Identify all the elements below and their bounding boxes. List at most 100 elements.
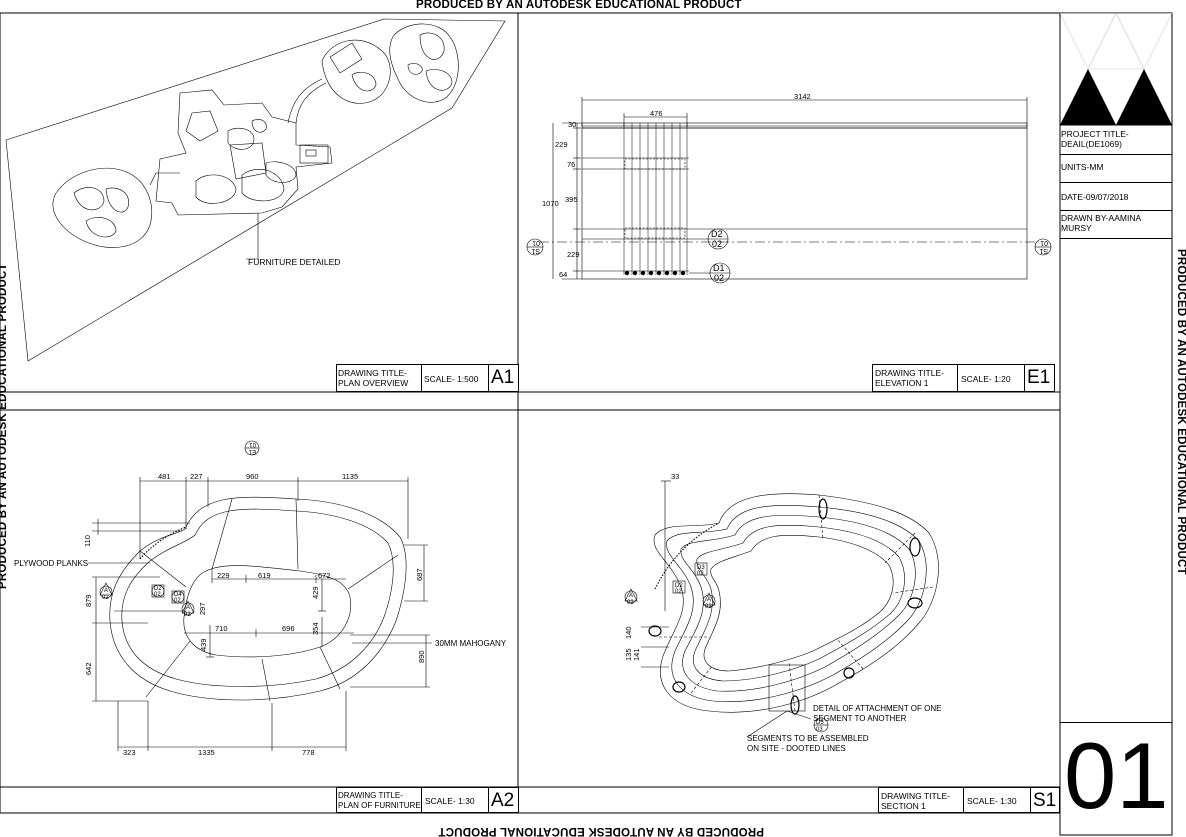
a2-scale: SCALE- 1:30	[425, 796, 475, 806]
e1-dim-1070: 1070	[542, 199, 559, 208]
s1-note-segments-text: SEGMENTS TO BE ASSEMBLED	[747, 734, 869, 743]
a2-dim-642: 642	[84, 662, 93, 675]
a2-dim-696: 696	[282, 624, 295, 633]
s1-dim-135: 135	[624, 648, 633, 661]
e1-drawing-title: DRAWING TITLE- ELEVATION 1	[875, 368, 944, 388]
e1-dim-229b: 229	[567, 250, 580, 259]
a2-callout-e1-top: E1	[248, 448, 256, 454]
logo-triangle-right-icon	[1116, 69, 1172, 125]
a2-callout-e1-bot: 01	[249, 441, 256, 447]
a2-dim-227: 227	[190, 472, 203, 481]
divider	[1060, 210, 1172, 211]
a1-scale-box: SCALE- 1:500	[421, 364, 489, 392]
a2-callout-a-mid-icon	[181, 600, 195, 614]
project-title: PROJECT TITLE- DEAIL(DE1069)	[1061, 129, 1129, 149]
building-outline	[155, 89, 333, 216]
divider	[1060, 154, 1172, 155]
top-island	[321, 39, 391, 104]
a1-title-box: DRAWING TITLE- PLAN OVERVIEW	[336, 364, 422, 392]
a2-dim-229: 229	[217, 571, 230, 580]
a2-note-plywood: PLYWOOD PLANKS	[14, 559, 88, 568]
a1-code: A1	[491, 367, 515, 388]
s1-callout-a-right-bot: 02	[705, 604, 712, 610]
a2-dim-429: 429	[311, 586, 320, 599]
e1-code: E1	[1027, 367, 1051, 388]
s1-section-drawing: 33 140 135 141 DETAIL OF ATTACHMENT OF O…	[624, 472, 941, 753]
e1-section-left-bot: 01	[532, 239, 540, 246]
s1-callout-d3-icon	[694, 562, 708, 576]
a1-code-box: A1	[488, 364, 519, 392]
s1-code-box: S1	[1030, 787, 1060, 813]
a2-callout-a-left-top: A	[104, 588, 108, 594]
e1-elevation-drawing: 3142 476 30 229 76 1070 395 229 64 D2 02…	[526, 92, 1052, 284]
a2-dim-1335: 1335	[198, 748, 215, 757]
a2-callout-d4-bot: 02	[174, 598, 181, 604]
e1-dim-overall: 3142	[794, 92, 811, 101]
e1-dim-module: 476	[650, 109, 663, 118]
a2-furniture-plan-drawing: 481 227 960 1135 229 619 672 710 696 323…	[14, 440, 507, 757]
s1-dim-140: 140	[624, 626, 633, 639]
s1-note-attach-text: DETAIL OF ATTACHMENT OF ONE	[813, 704, 941, 713]
e1-section-right-bot: 01	[1040, 239, 1048, 246]
units-label: UNITS-MM	[1061, 162, 1104, 172]
a2-scale-box: SCALE- 1:30	[421, 787, 489, 813]
a2-dim-687: 687	[415, 568, 424, 581]
divider	[1060, 182, 1172, 183]
drawn-by-label: DRAWN BY-AAMINA MURSY	[1061, 213, 1142, 233]
a2-callout-d2-bot: 02	[154, 592, 161, 598]
e1-callout-d1-top: D1	[713, 263, 725, 273]
a2-title-box: DRAWING TITLE- PLAN OF FURNITURE	[336, 787, 422, 813]
a2-dim-710: 710	[215, 624, 228, 633]
e1-dim-229a: 229	[555, 140, 568, 149]
e1-section-right-top: S1	[1039, 247, 1048, 254]
a2-dim-960: 960	[246, 472, 259, 481]
s1-callout-a-left-top: A	[629, 593, 633, 599]
a1-drawing-title: DRAWING TITLE- PLAN OVERVIEW	[338, 368, 409, 388]
top-island-2	[389, 23, 459, 103]
a2-dim-297: 297	[198, 602, 207, 615]
s1-title-box: DRAWING TITLE- SECTION 1	[878, 787, 964, 813]
a2-dim-110: 110	[83, 535, 92, 547]
e1-section-left-top: S1	[531, 247, 540, 254]
logo-triangle-left-icon	[1060, 69, 1116, 125]
a2-dim-672: 672	[318, 571, 331, 580]
s1-callout-d5-top: D5	[816, 720, 824, 726]
e1-dim-64: 64	[559, 270, 567, 279]
e1-dim-30: 30	[568, 120, 576, 129]
e1-callout-d1-bot: 02	[714, 273, 724, 283]
sheet-number: 01	[1064, 723, 1169, 828]
a2-callout-a-mid-top: A	[186, 605, 190, 611]
a2-dim-619: 619	[258, 571, 271, 580]
a2-dim-879: 879	[84, 594, 93, 607]
a2-callout-a-mid-bot: 02	[184, 612, 191, 618]
s1-callout-d3-top: D3	[697, 565, 705, 571]
s1-callout-a-right-icon	[702, 592, 716, 606]
s1-callout-d5-bot: 03	[816, 727, 823, 733]
e1-callout-d2-bot: 02	[712, 239, 722, 249]
s1-scale: SCALE- 1:30	[967, 796, 1017, 806]
a2-dim-1135: 1135	[342, 472, 358, 481]
a2-callout-d2-top: D2	[154, 586, 162, 592]
a2-callout-d4-top: D4	[174, 592, 182, 598]
a2-drawing-title: DRAWING TITLE- PLAN OF FURNITURE	[338, 791, 421, 810]
e1-title-box: DRAWING TITLE- ELEVATION 1	[872, 364, 958, 392]
a2-note-mahogany: 30MM MAHOGANY	[435, 639, 507, 648]
title-block-logo	[1060, 13, 1172, 126]
s1-callout-d2-icon	[672, 580, 686, 594]
s1-callout-d2-bot: 02	[675, 589, 682, 595]
a1-plan-overview-drawing: FURNITURE DETAILED	[5, 18, 506, 362]
a1-annotation: FURNITURE DETAILED	[248, 257, 340, 267]
s1-dim-33: 33	[671, 472, 679, 481]
a2-code-box: A2	[488, 787, 519, 813]
s1-scale-box: SCALE- 1:30	[963, 787, 1031, 813]
s1-callout-a-left-icon	[624, 588, 638, 602]
site-boundary	[5, 18, 506, 362]
s1-callout-d2-top: D2	[675, 583, 683, 589]
a2-dim-323: 323	[123, 748, 136, 757]
section-ring-outer	[653, 493, 939, 713]
section-ring-inner	[703, 534, 894, 672]
e1-dim-395: 395	[565, 195, 578, 204]
a2-dim-778: 778	[302, 748, 315, 757]
s1-callout-a-left-bot: 02	[627, 600, 634, 606]
